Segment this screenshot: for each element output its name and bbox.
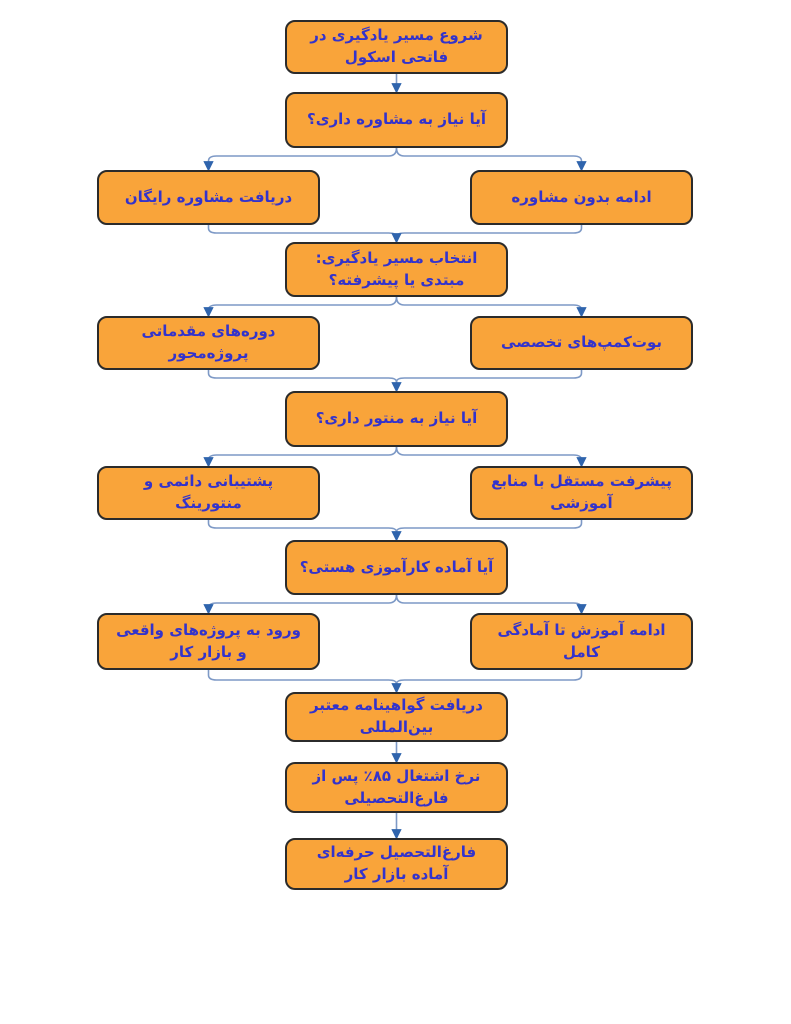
node-self-study: پیشرفت مستقل با منابع آموزشی <box>470 466 693 520</box>
edge-internship-merge <box>207 670 583 694</box>
edge-consult-branch <box>203 147 587 172</box>
edge-mentor-merge <box>207 520 583 542</box>
node-mentor-question: آیا نیاز به منتور داری؟ <box>285 391 508 447</box>
node-employment-rate: نرخ اشتغال ۸۵٪ پس از فارغ‌التحصیلی <box>285 762 508 813</box>
node-graduate: فارغ‌التحصیل حرفه‌ای آماده بازار کار <box>285 838 508 890</box>
edge-consult-merge <box>207 225 583 244</box>
edge-path-branch <box>203 296 587 318</box>
node-intro-courses: دوره‌های مقدماتی پروژه‌محور <box>97 316 320 370</box>
node-real-projects: ورود به پروژه‌های واقعی و بازار کار <box>97 613 320 670</box>
edge-mentor-branch <box>203 446 587 468</box>
edge-path-merge <box>207 370 583 393</box>
node-no-consult: ادامه بدون مشاوره <box>470 170 693 225</box>
node-free-consult: دریافت مشاوره رایگان <box>97 170 320 225</box>
node-choose-path: انتخاب مسیر یادگیری: مبتدی یا پیشرفته؟ <box>285 242 508 297</box>
node-internship-question: آیا آماده کارآموزی هستی؟ <box>285 540 508 595</box>
node-continue-training: ادامه آموزش تا آمادگی کامل <box>470 613 693 670</box>
node-start: شروع مسیر یادگیری در فاتحی اسکول <box>285 20 508 74</box>
edge-internship-branch <box>203 594 587 615</box>
node-bootcamps: بوت‌کمپ‌های تخصصی <box>470 316 693 370</box>
node-consult-question: آیا نیاز به مشاوره داری؟ <box>285 92 508 148</box>
node-support-mentoring: پشتیبانی دائمی و منتورینگ <box>97 466 320 520</box>
node-certificate: دریافت گواهینامه معتبر بین‌المللی <box>285 692 508 742</box>
